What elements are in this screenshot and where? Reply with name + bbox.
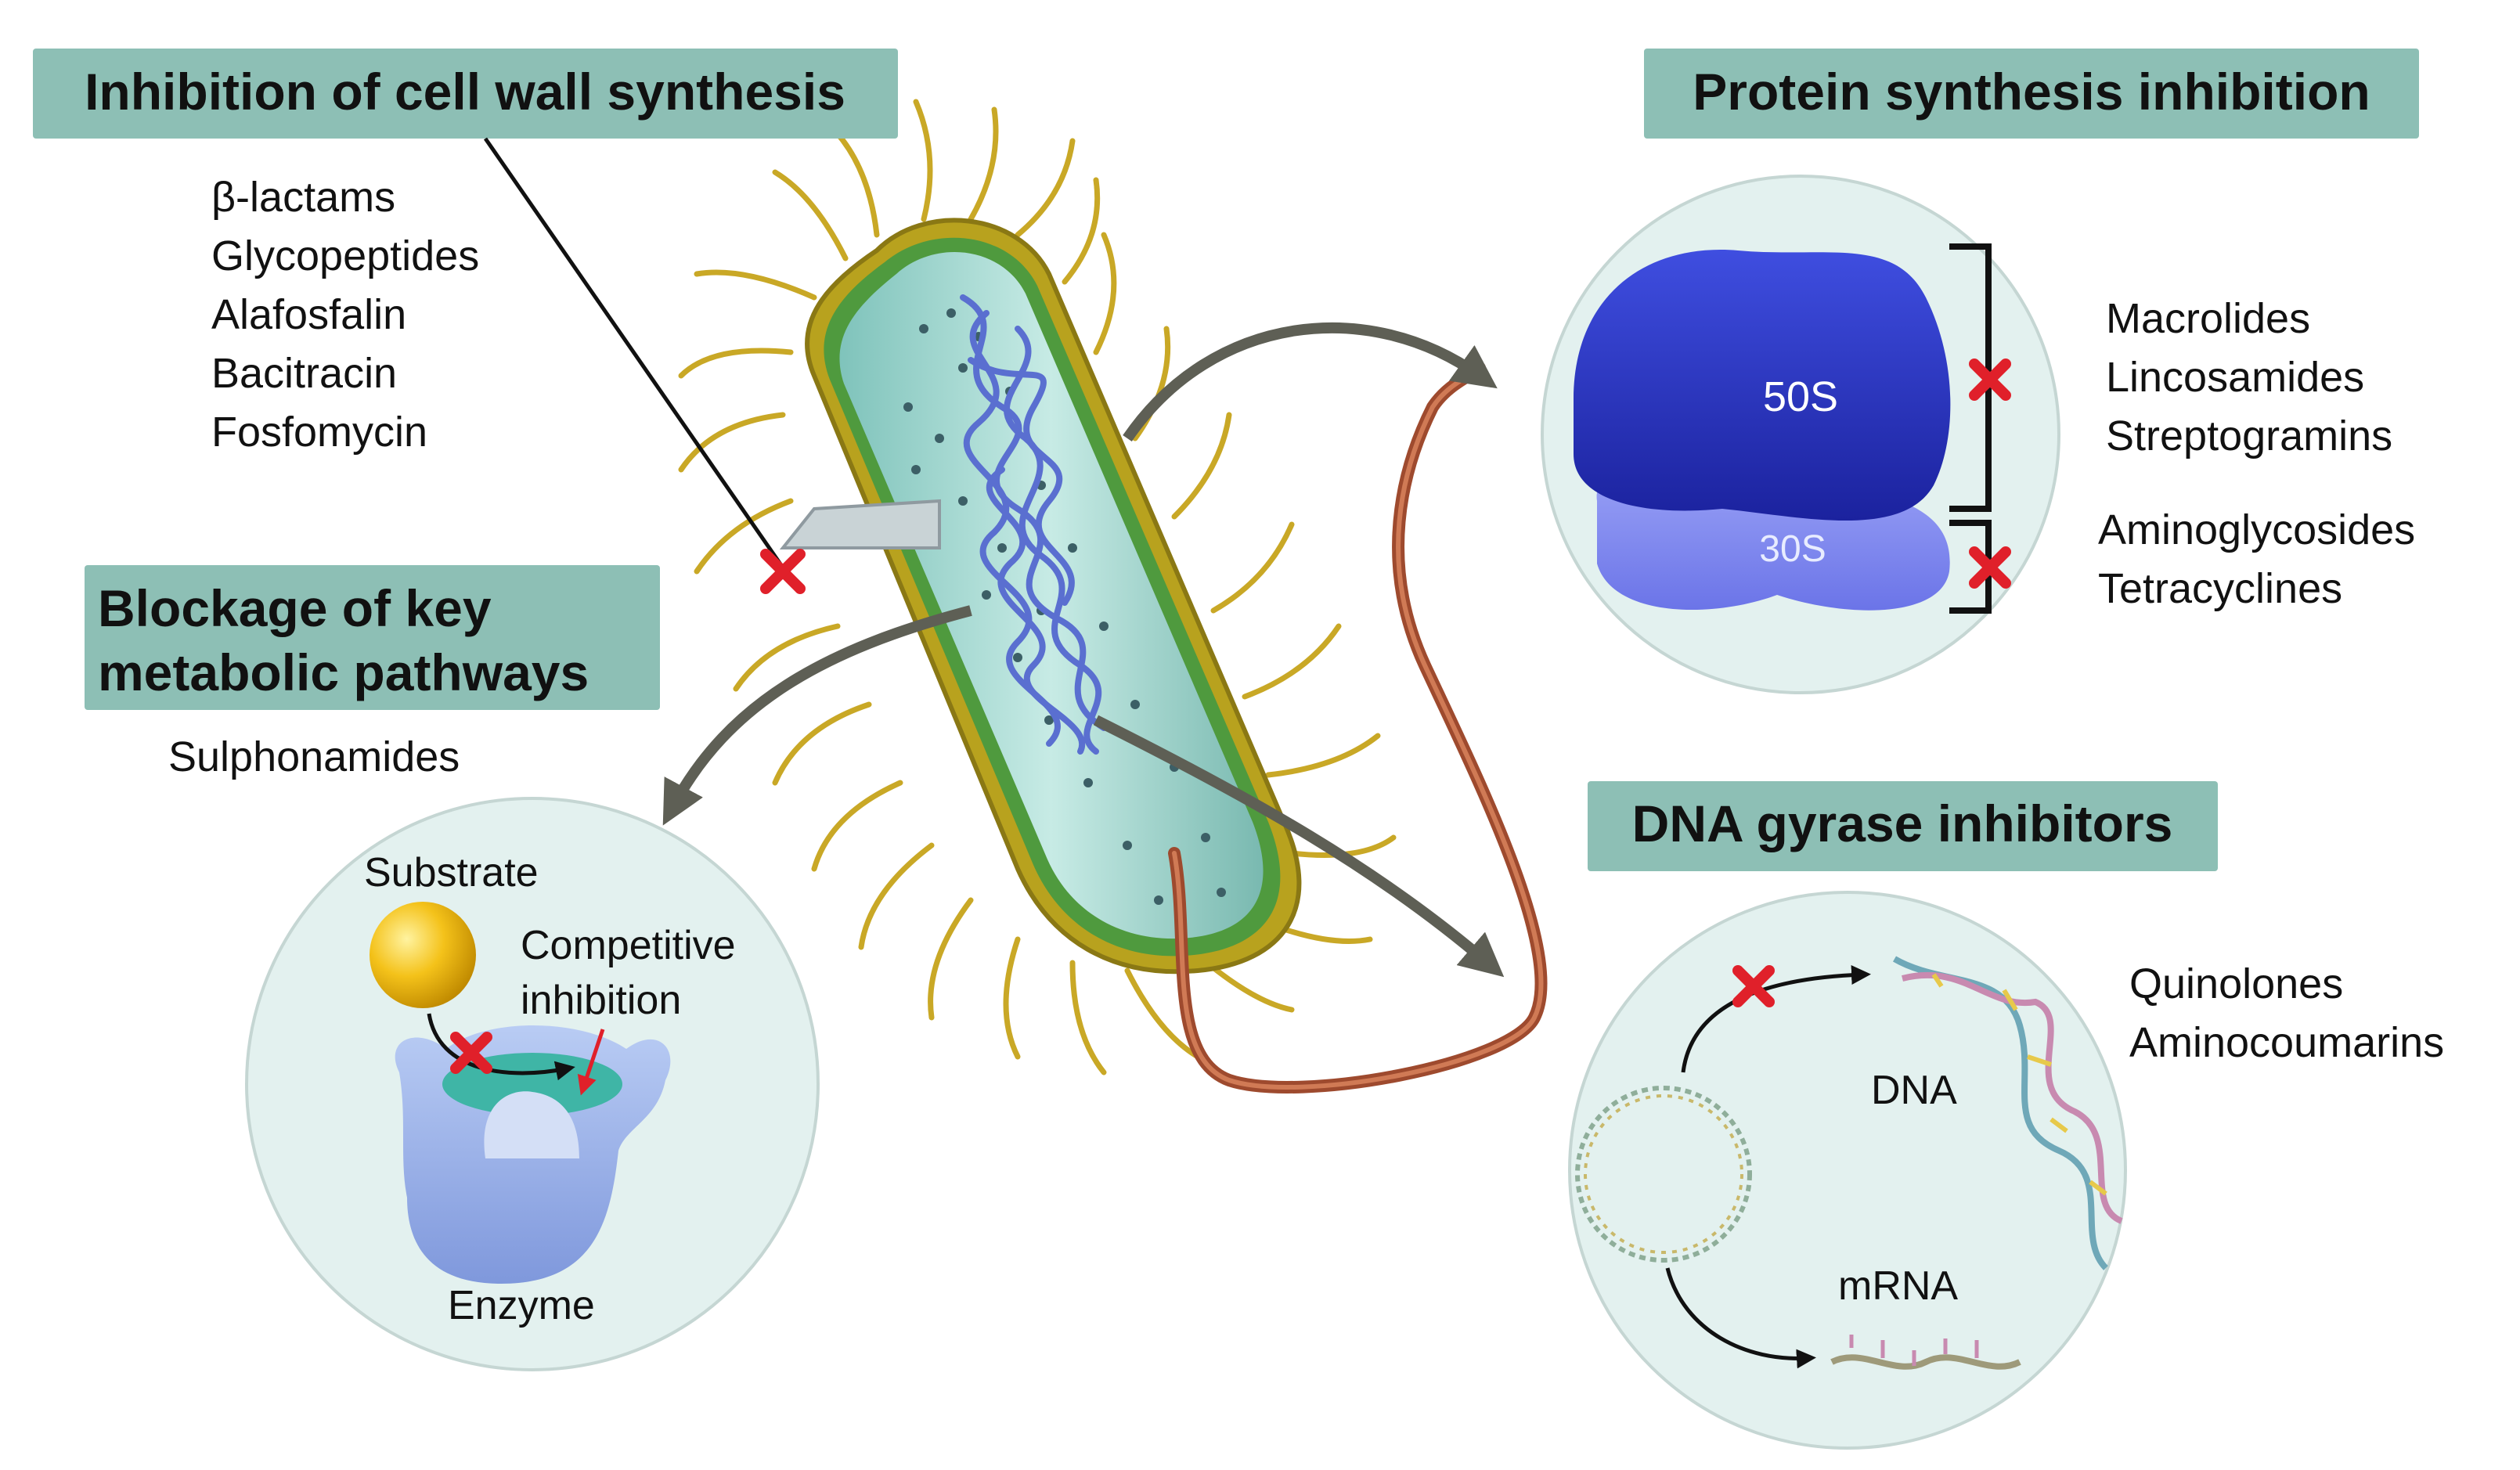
substrate-label: Substrate [364, 850, 539, 895]
cell-wall-cutaway [779, 499, 941, 549]
drug-aminoglycosides: Aminoglycosides [2098, 506, 2415, 553]
ribosome-50s [1574, 250, 1951, 521]
dna-label: DNA [1871, 1068, 1957, 1113]
label-30s: 30S [1759, 528, 1826, 570]
dna-circle [1568, 891, 2127, 1450]
nucleoid-dna [960, 294, 1107, 755]
drug-bacitracin: Bacitracin [211, 350, 397, 397]
bacterium-illustration [678, 99, 1548, 1093]
dna-helix [1892, 956, 2123, 1270]
metabolic-title-line2: metabolic pathways [98, 643, 589, 701]
arrow-to-metabolic-panel [662, 605, 972, 826]
drug-beta-lactams: β-lactams [211, 174, 395, 221]
plasmid-dna [1575, 1086, 1752, 1263]
drug-macrolides: Macrolides [2106, 295, 2310, 342]
mrna-strand [1830, 1354, 2021, 1370]
dna-title: DNA gyrase inhibitors [1632, 794, 2173, 852]
drug-alafosfalin: Alafosfalin [211, 291, 406, 338]
protein-synthesis-panel: Protein synthesis inhibition 30S 50S Mac… [1541, 49, 2419, 694]
arrow-to-dna-panel [1093, 715, 1505, 978]
metabolic-inhibit-mark [450, 1032, 492, 1074]
label-50s: 50S [1763, 373, 1838, 420]
cell-wall-title: Inhibition of cell wall synthesis [85, 63, 845, 121]
cytoplasm [839, 252, 1264, 939]
cell-wall-inhibit-mark [760, 549, 806, 594]
competitive-inhibition-line2: inhibition [521, 978, 681, 1023]
cell-wall-pointer-line [483, 137, 785, 569]
dna-inhibit-mark [1732, 965, 1775, 1007]
drug-streptogramins: Streptogramins [2106, 413, 2392, 459]
drug-lincosamides: Lincosamides [2106, 354, 2364, 401]
protein-title-box [1644, 49, 2419, 139]
drug-tetracyclines: Tetracyclines [2098, 565, 2342, 612]
protein-title: Protein synthesis inhibition [1693, 63, 2370, 121]
drug-aminocoumarins: Aminocoumarins [2129, 1019, 2444, 1066]
dna-title-box [1588, 781, 2218, 871]
metabolic-title-box [85, 565, 660, 710]
inhibition-pointer-arrow [577, 1029, 605, 1096]
mrna-label: mRNA [1838, 1263, 1958, 1309]
dna-gyrase-panel: DNA gyrase inhibitors DNA mRN [1568, 781, 2444, 1450]
cell-wall-panel: Inhibition of cell wall synthesis β-lact… [33, 49, 898, 594]
transcription-arrow [1665, 1267, 1816, 1369]
50s-inhibit-mark [1969, 358, 2011, 401]
enzyme-label: Enzyme [448, 1283, 595, 1328]
drug-quinolones: Quinolones [2129, 960, 2343, 1007]
substrate-ball [370, 902, 476, 1008]
metabolic-panel: Blockage of key metabolic pathways Sulph… [85, 565, 820, 1371]
pili [678, 99, 1397, 1075]
metabolic-title-line1: Blockage of key [98, 579, 492, 637]
cell-wall-title-box [33, 49, 898, 139]
drug-glycopeptides: Glycopeptides [211, 232, 479, 279]
competitive-inhibition-line1: Competitive [521, 923, 736, 968]
arrow-to-protein-panel [1123, 322, 1498, 441]
drug-sulphonamides: Sulphonamides [168, 733, 460, 780]
30s-inhibit-mark [1969, 546, 2011, 589]
ribosome-dots [903, 308, 1226, 905]
drug-fosfomycin: Fosfomycin [211, 409, 427, 456]
mechanism-arrows [662, 322, 1505, 978]
